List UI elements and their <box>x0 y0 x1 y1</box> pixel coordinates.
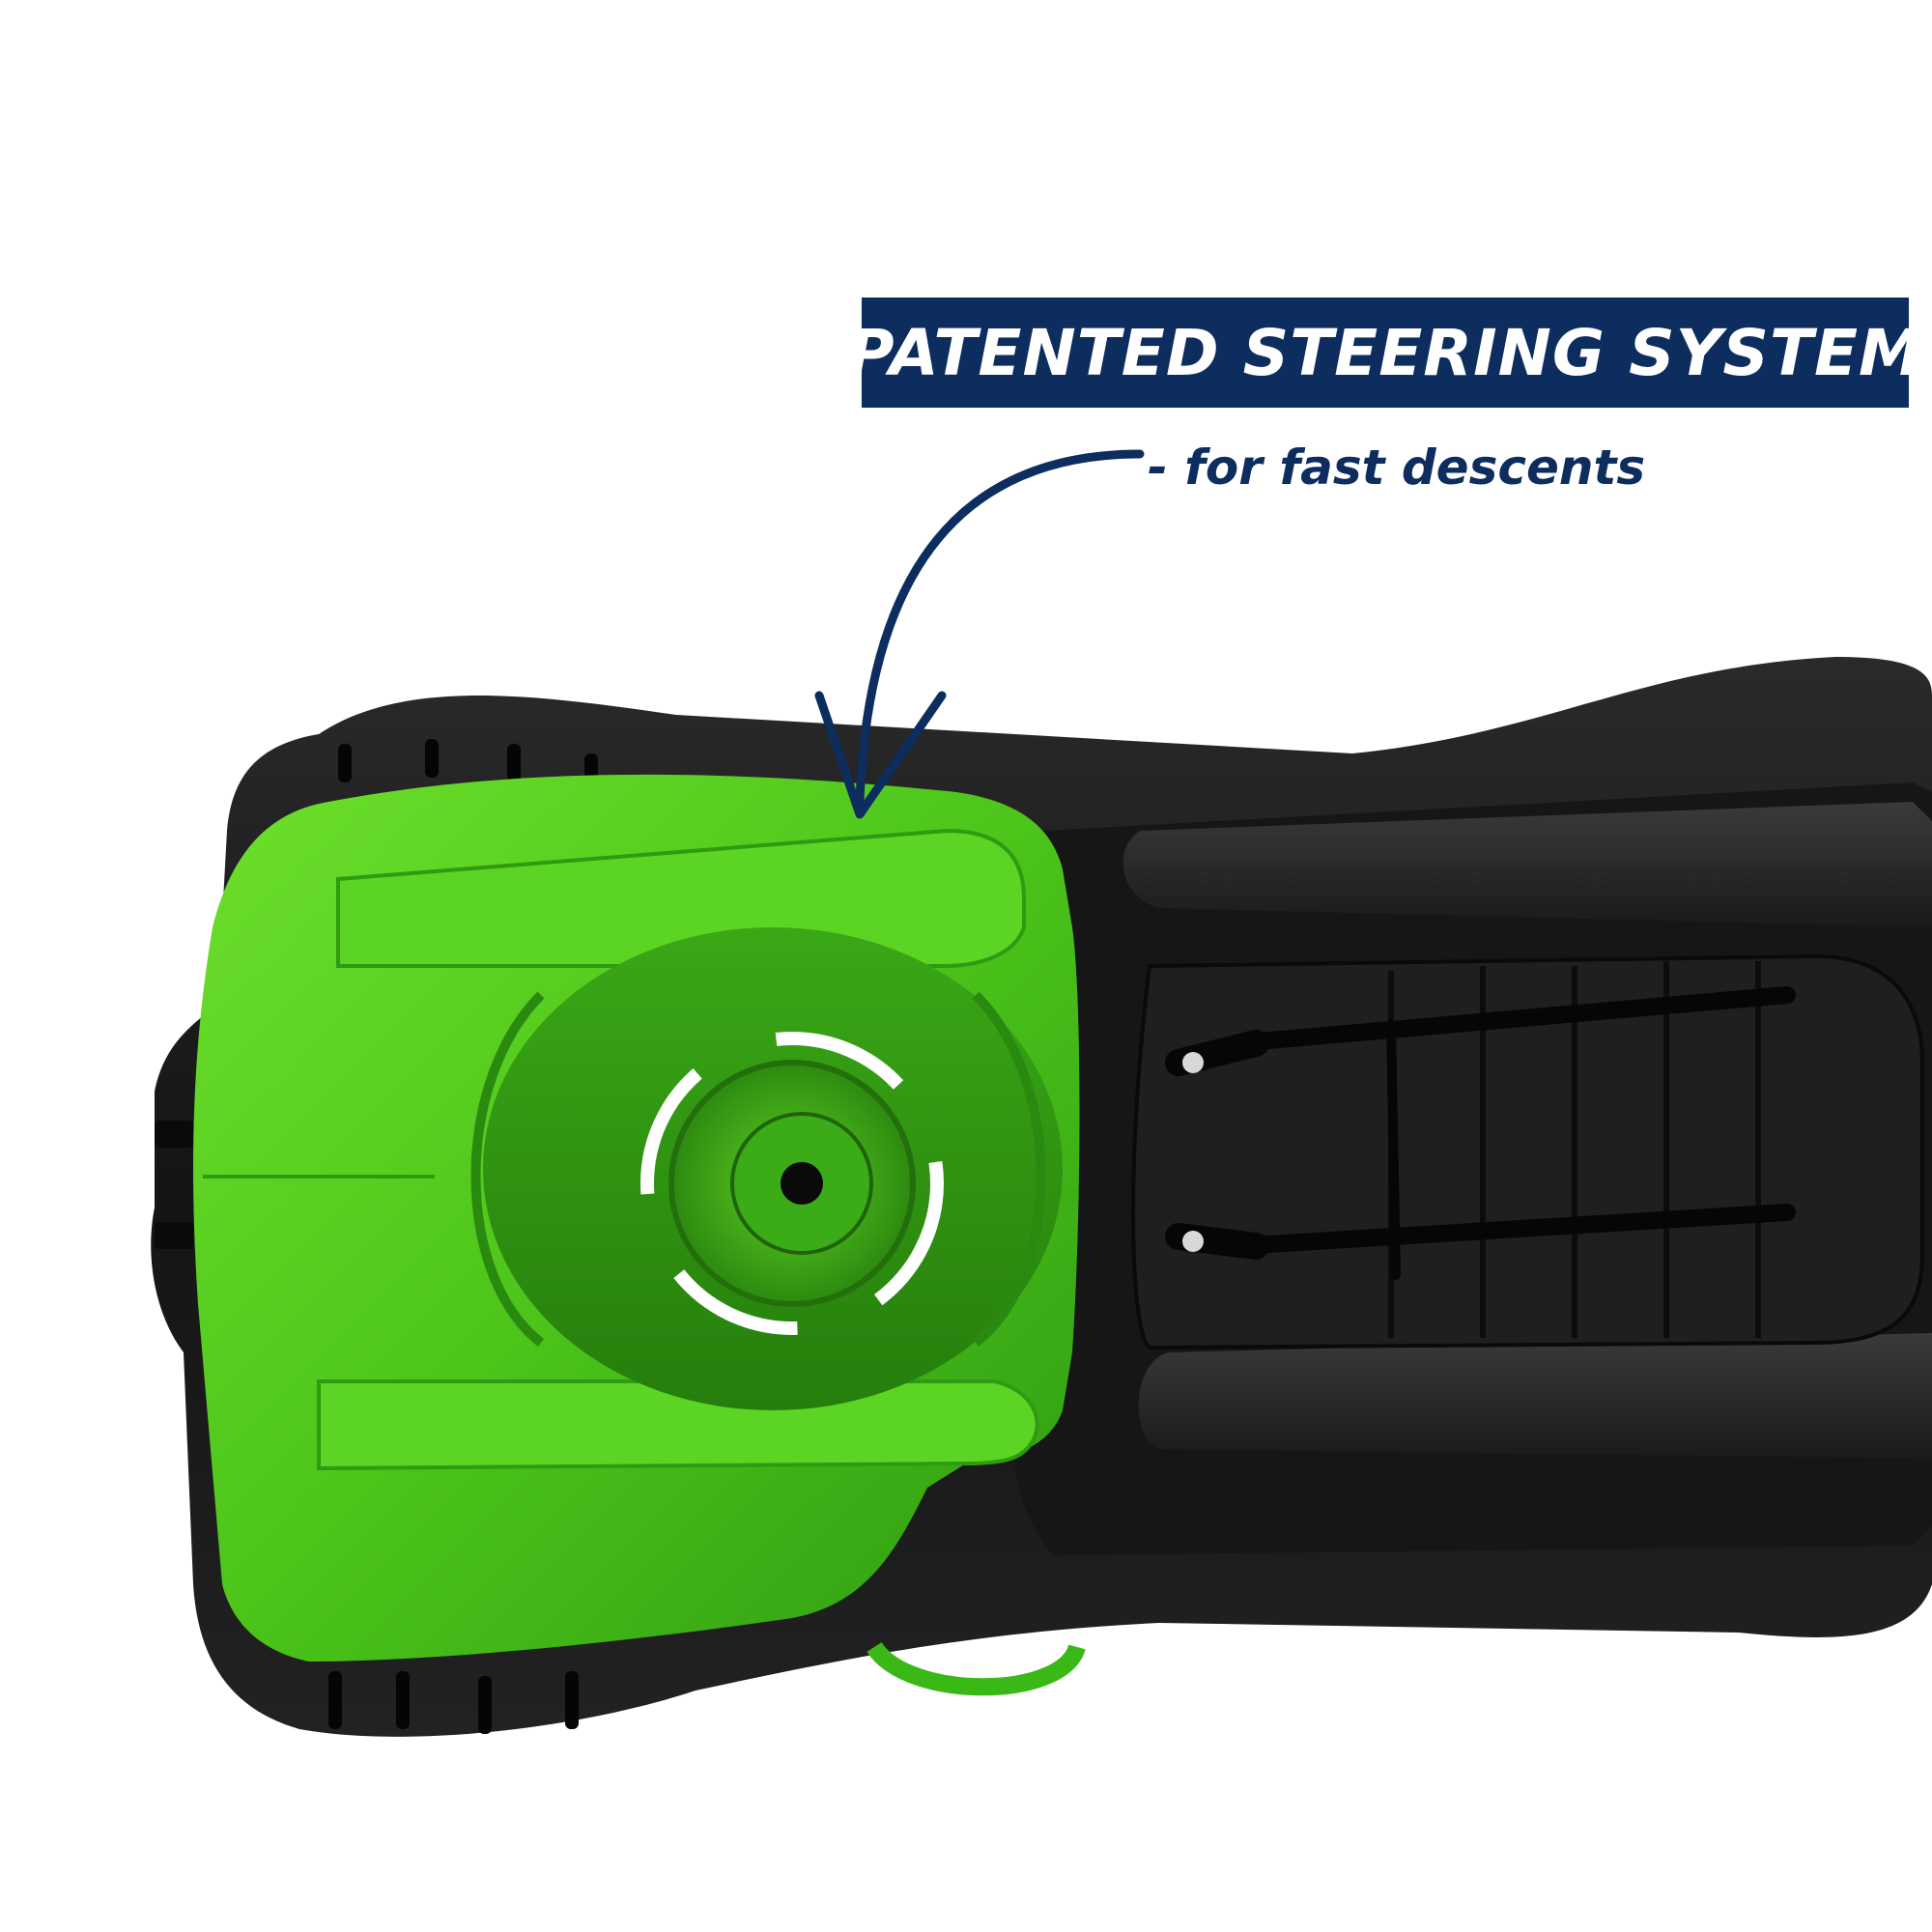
steering-bowl-rib-left <box>470 991 545 1347</box>
seat-rail-bottom <box>1138 1333 1932 1459</box>
seat-tub <box>1131 953 1924 1350</box>
hood-handle-bottom <box>317 1379 1039 1471</box>
hood-handle-top <box>336 828 1026 968</box>
curved-arrow-icon <box>814 449 1145 819</box>
callout-subtitle: - for fast descents <box>1148 440 1646 496</box>
callout-title-box: PATENTED STEERING SYSTEM <box>847 298 1922 408</box>
handle-strap <box>867 1641 1086 1696</box>
brake-pivots <box>1182 1052 1204 1252</box>
base-slots-bottom <box>328 1671 579 1734</box>
hood-clips <box>155 1121 193 1249</box>
callout-title: PATENTED STEERING SYSTEM <box>847 315 1923 390</box>
base-slots-top <box>338 739 598 792</box>
seat-rail-top <box>1122 802 1932 927</box>
steering-hub-ring <box>640 1032 944 1335</box>
steering-bowl-rib-right <box>972 991 1046 1347</box>
steering-bolt <box>781 1162 823 1205</box>
